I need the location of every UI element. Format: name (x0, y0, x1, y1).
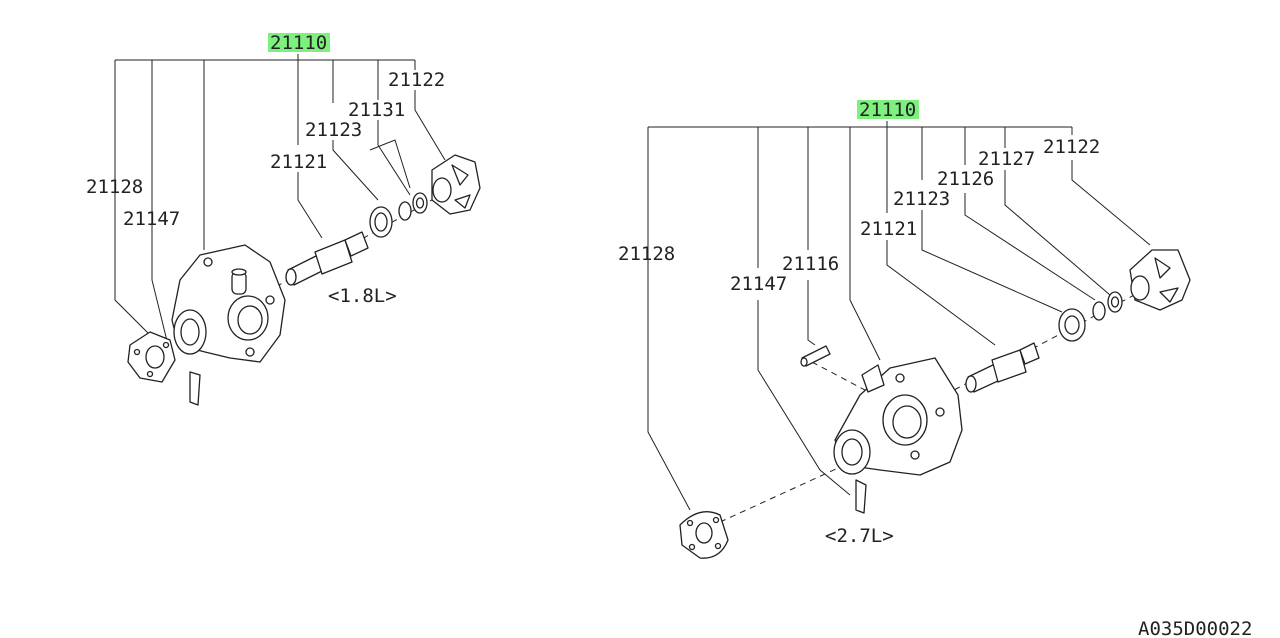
right-label-21126[interactable]: 21126 (937, 168, 994, 190)
right-pulley-hub[interactable] (679, 511, 729, 559)
left-label-21123[interactable]: 21123 (305, 119, 362, 141)
right-label-21122[interactable]: 21122 (1043, 136, 1100, 158)
right-washers[interactable] (1092, 291, 1123, 321)
left-gasket[interactable] (189, 371, 201, 406)
left-pulley-hub[interactable] (127, 331, 176, 383)
left-label-21122[interactable]: 21122 (388, 69, 445, 91)
left-pump-body[interactable] (171, 244, 286, 363)
right-shaft-bearing[interactable] (965, 342, 1040, 393)
right-label-21116[interactable]: 21116 (782, 253, 839, 275)
left-group: 21110 21128 21147 21121 21123 21131 2112… (86, 32, 481, 406)
left-impeller[interactable] (431, 154, 481, 215)
right-variant-label: <2.7L> (825, 525, 894, 547)
right-label-21127[interactable]: 21127 (978, 148, 1035, 170)
right-label-21147[interactable]: 21147 (730, 273, 787, 295)
left-variant-label: <1.8L> (328, 285, 397, 307)
right-impeller[interactable] (1129, 249, 1191, 311)
left-assembly-label[interactable]: 21110 (270, 32, 327, 54)
left-label-21147[interactable]: 21147 (123, 208, 180, 230)
right-dowel-pin[interactable] (800, 345, 831, 367)
left-shaft-bearing[interactable] (285, 231, 369, 286)
left-leader-lines (114, 54, 446, 346)
right-leader-lines (647, 121, 1151, 511)
right-assembly-label[interactable]: 21110 (859, 99, 916, 121)
left-label-21131[interactable]: 21131 (348, 99, 405, 121)
left-washers[interactable] (398, 192, 428, 221)
diagram-code: A035D00022 (1138, 618, 1252, 638)
left-seal[interactable] (369, 206, 393, 238)
right-assembly-highlight (857, 100, 919, 119)
left-label-21128[interactable]: 21128 (86, 176, 143, 198)
left-assembly-highlight (268, 33, 330, 52)
right-pump-body[interactable] (833, 357, 963, 476)
right-label-21123[interactable]: 21123 (893, 188, 950, 210)
right-label-21121[interactable]: 21121 (860, 218, 917, 240)
right-seal[interactable] (1058, 308, 1086, 342)
right-gasket[interactable] (855, 479, 867, 514)
left-label-21121[interactable]: 21121 (270, 151, 327, 173)
right-group: 21110 21128 21147 21116 21121 21123 21 (618, 99, 1191, 559)
right-label-21128[interactable]: 21128 (618, 243, 675, 265)
